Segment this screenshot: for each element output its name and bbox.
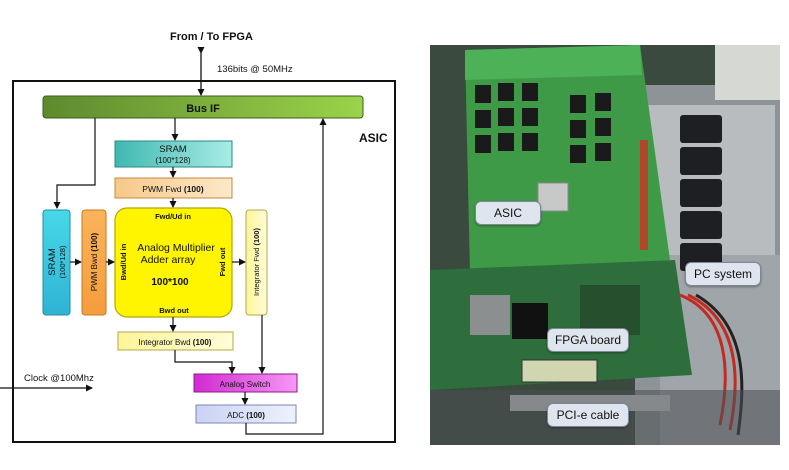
adc-label: ADC (100) (227, 411, 265, 420)
bus-if-label: Bus IF (186, 103, 220, 115)
pwm-bwd-text: PWM Bwd (90, 254, 99, 291)
hardware-photo: ASIC PC system FPGA board PCI-e cable (430, 45, 780, 445)
bus-if-block (42, 95, 364, 119)
core-line1: Analog Multiplier (137, 242, 215, 254)
asic-boundary (12, 80, 396, 443)
core-fwd-out-label: Fwd out (218, 247, 227, 276)
from-to-fpga-label: From / To FPGA (170, 31, 253, 43)
analog-switch-label: Analog Switch (220, 380, 271, 389)
integrator-bwd-to-switch-arrow (174, 350, 236, 374)
bus-rate-label: 136bits @ 50MHz (217, 64, 293, 75)
pwm-fwd-label: PWM Fwd (100) (142, 184, 204, 194)
photo-label-asic: ASIC (475, 201, 541, 225)
adc-to-bus-arrow (245, 118, 327, 435)
sram-left-size: (100*128) (58, 245, 67, 278)
core-fwd-in-label: Fwd/Ud in (155, 212, 191, 221)
integrator-fwd-num: (100) (252, 228, 261, 246)
integrator-bwd-num: (100) (193, 338, 212, 347)
pwm-bwd-label: PWM Bwd (100) (90, 233, 99, 292)
core-line2: Adder array (141, 254, 197, 266)
integrator-fwd-text: Integrator Fwd (252, 248, 261, 296)
sram-top-size: (100*128) (155, 156, 190, 165)
pwm-fwd-num: (100) (184, 184, 204, 194)
integrator-fwd-label: Integrator Fwd (100) (252, 228, 261, 296)
adc-text: ADC (227, 411, 244, 420)
pwm-fwd-text: PWM Fwd (142, 184, 181, 194)
asic-block-diagram: From / To FPGA 136bits @ 50MHz ASIC Bus … (0, 31, 396, 443)
adc-num: (100) (246, 411, 265, 420)
bus-to-sram-left-arrow (53, 118, 96, 209)
asic-label: ASIC (359, 131, 388, 145)
sram-left-title: SRAM (47, 248, 58, 276)
sram-top-block (114, 140, 233, 168)
integrator-bwd-text: Integrator Bwd (139, 338, 191, 347)
photo-label-fpga-board: FPGA board (547, 328, 629, 352)
photo-label-pcie-cable: PCI-e cable (547, 403, 629, 427)
core-bwd-in-label: Bwd/Ud in (119, 243, 128, 280)
photo-label-pc-system: PC system (685, 262, 761, 286)
sram-top-title: SRAM (159, 144, 187, 155)
integrator-fwd-block (245, 209, 268, 316)
clock-label: Clock @100Mhz (24, 373, 94, 384)
core-bwd-out-label: Bwd out (159, 306, 189, 315)
integrator-bwd-label: Integrator Bwd (100) (139, 338, 212, 347)
pwm-bwd-num: (100) (90, 233, 99, 252)
core-size: 100*100 (151, 277, 189, 288)
